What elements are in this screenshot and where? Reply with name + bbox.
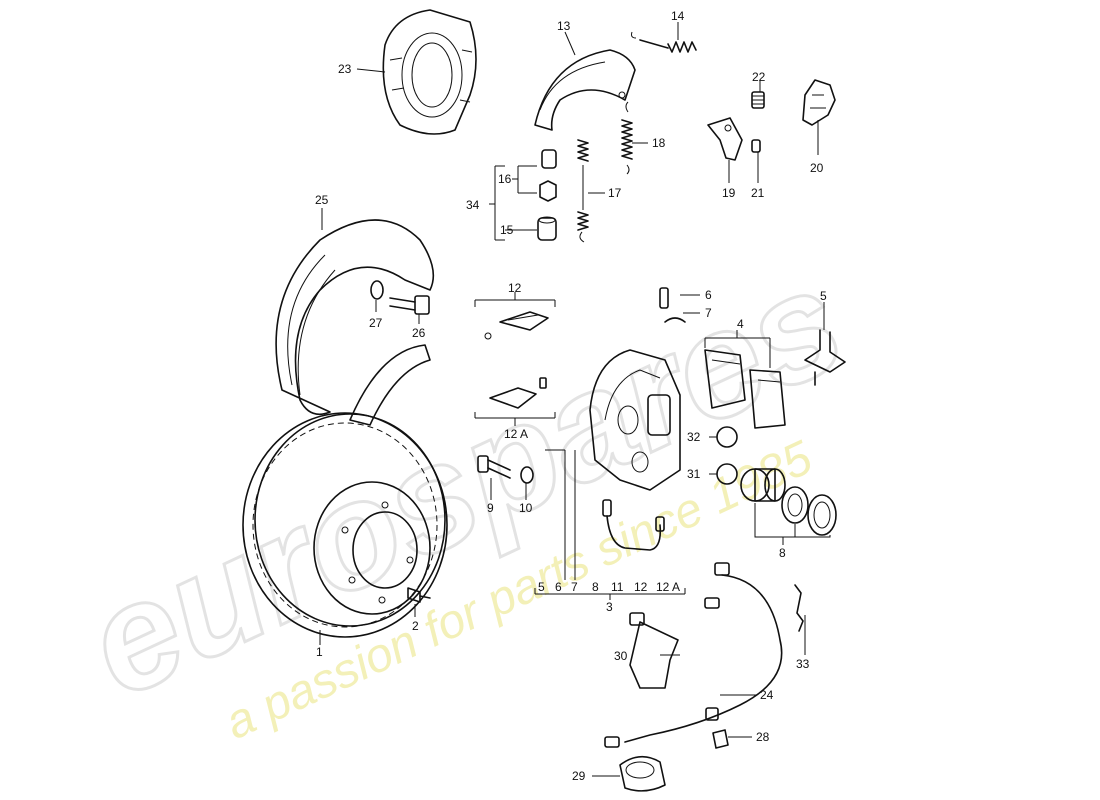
callout-17: 17: [608, 186, 622, 200]
callout-19: 19: [722, 186, 736, 200]
callout-4: 4: [737, 317, 744, 331]
callout-26: 26: [412, 326, 426, 340]
group3-8: 8: [592, 580, 599, 594]
callout-22: 22: [752, 70, 766, 84]
callout-25: 25: [315, 193, 329, 207]
group3-5: 5: [538, 580, 545, 594]
clip-28: [712, 729, 729, 749]
callout-23: 23: [338, 62, 352, 76]
backing-plate-23: [382, 9, 477, 135]
clip-12: [484, 311, 549, 340]
piston-8: [740, 468, 837, 536]
bolt-26: [389, 295, 430, 315]
brake-pads-4: [704, 349, 786, 429]
callout-12: 12: [508, 281, 522, 295]
dust-shield-25: [275, 219, 435, 416]
watermark: eurospares a passion for parts since 198…: [61, 233, 868, 750]
callout-31: 31: [687, 467, 701, 481]
callout-34: 34: [466, 198, 480, 212]
pin-16: [539, 149, 557, 202]
callout-29: 29: [572, 769, 586, 783]
washer-27: [370, 280, 384, 300]
callout-5: 5: [820, 289, 827, 303]
grease-tube-30: [629, 612, 679, 689]
bracket-20: [802, 79, 836, 126]
callout-21: 21: [751, 186, 765, 200]
callout-13: 13: [557, 19, 571, 33]
brake-rotor-1: [242, 412, 448, 638]
callout-8: 8: [779, 546, 786, 560]
callout-24: 24: [760, 688, 774, 702]
callout-6: 6: [705, 288, 712, 302]
bolt-9: [477, 455, 511, 479]
sleeve-29: [619, 755, 666, 792]
callout-32: 32: [687, 430, 701, 444]
pin-21: [751, 139, 761, 153]
group3-7: 7: [571, 580, 578, 594]
spring-17: [577, 139, 589, 243]
washer-10: [520, 466, 534, 484]
screw-2: [407, 587, 431, 603]
group3-12: 12: [634, 580, 648, 594]
callout-1: 1: [316, 645, 323, 659]
pin-15: [537, 216, 557, 241]
callout-30: 30: [614, 649, 628, 663]
spring-14: [631, 31, 697, 53]
group3-12a: 12 A: [656, 580, 680, 594]
brake-hose-11: [602, 499, 665, 551]
spring-18: [621, 101, 633, 175]
fitting-7: [664, 317, 686, 323]
spring-22: [751, 91, 765, 109]
callout-28: 28: [756, 730, 770, 744]
callout-7: 7: [705, 306, 712, 320]
callout-20: 20: [810, 161, 824, 175]
brake-caliper: [589, 349, 681, 491]
callout-12a: 12 A: [504, 427, 528, 441]
callout-9: 9: [487, 501, 494, 515]
callout-14: 14: [671, 9, 685, 23]
callout-3: 3: [606, 600, 613, 614]
callout-10: 10: [519, 501, 533, 515]
brake-shoe-lower: [349, 344, 431, 426]
callout-33: 33: [796, 657, 810, 671]
callout-2: 2: [412, 619, 419, 633]
wear-sensor-24: [604, 562, 783, 748]
brake-shoe-13: [534, 49, 636, 131]
group3-11: 11: [611, 580, 624, 594]
callout-18: 18: [652, 136, 666, 150]
leader-lines: [319, 22, 831, 777]
bleeder-6: [659, 287, 669, 309]
lever-19: [707, 117, 743, 161]
clip-33: [794, 584, 804, 632]
clip-12a: [489, 377, 547, 409]
callout-15: 15: [500, 223, 514, 237]
callout-labels: 1 2 3 4 5 6 7 8 9 10 12 12 A 13 14 15 16…: [315, 9, 827, 783]
group3-6: 6: [555, 580, 562, 594]
callout-16: 16: [498, 172, 512, 186]
callout-27: 27: [369, 316, 383, 330]
spring-plate-5: [804, 329, 846, 386]
